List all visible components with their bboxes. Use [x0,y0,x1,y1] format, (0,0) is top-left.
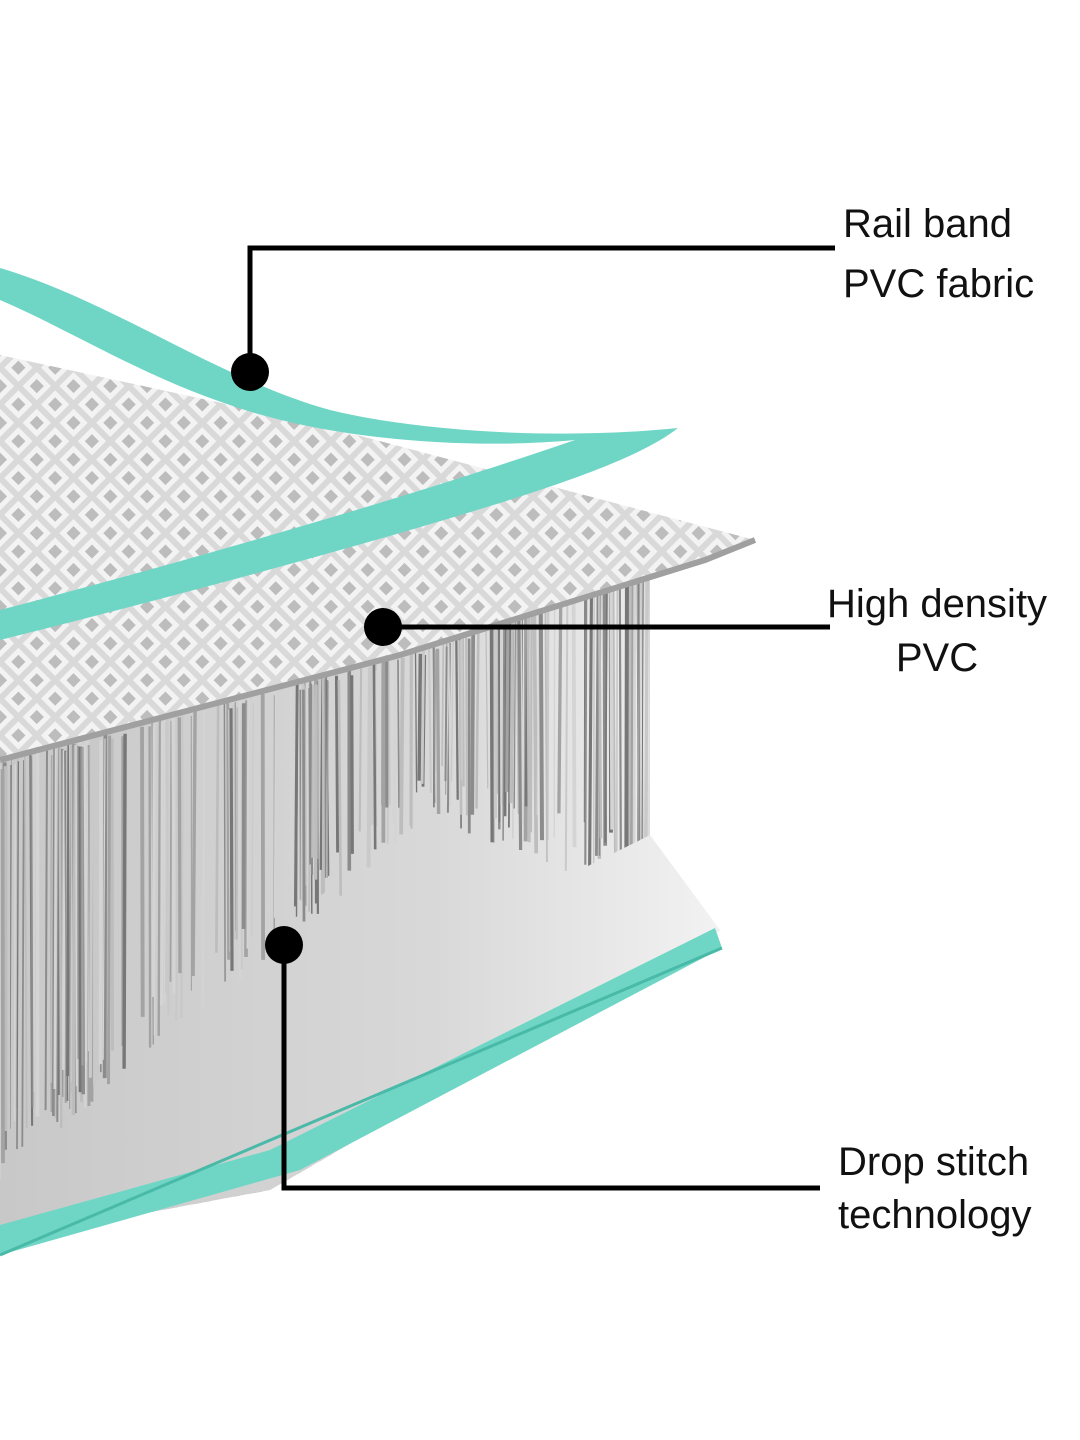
fiber-strand [109,736,110,1085]
fiber-strand [316,685,317,880]
fiber-strand [599,581,601,838]
fiber-strand [162,722,163,1006]
fiber-strand [339,680,341,896]
fiber-strand [466,634,467,815]
fiber-strand [237,707,238,939]
fiber-strand [154,722,155,1035]
fiber-strand [307,682,308,908]
drop-stitch-label-line-1: Drop stitch [838,1140,1029,1184]
fiber-strand [159,720,160,1036]
fiber-strand [528,612,530,842]
fiber-strand [303,690,304,922]
fiber-strand [97,736,98,1081]
fiber-strand [203,711,204,1009]
fiber-strand [124,734,125,1069]
fiber-strand [491,622,492,842]
rail-band-label-line-1: Rail band [843,202,1012,246]
fiber-strand [325,675,326,878]
fiber-strand [275,689,276,918]
fiber-strand [142,727,143,1017]
fiber-strand [90,738,92,1078]
fiber-strand [438,649,439,814]
fiber-strand [574,598,575,847]
high-density-label-line-1: High density [827,582,1047,626]
fiber-strand [499,621,500,822]
fiber-strand [652,567,654,863]
fiber-strand [401,658,403,835]
fiber-strand [248,697,249,948]
fiber-strand [646,566,648,852]
fiber-strand [634,572,635,878]
fiber-strand [541,611,542,840]
fiber-strand [150,726,151,1047]
fiber-strand [507,620,508,792]
fiber-strand [352,675,353,854]
fiber-strand [389,666,390,805]
rail-band-label-line-2: PVC fabric [843,262,1034,306]
fiber-strand [531,606,532,832]
fiber-strand [216,703,218,953]
fiber-strand [173,715,174,994]
fiber-strand [231,708,232,971]
high-density-dot [364,608,402,646]
fiber-strand [15,764,16,1121]
fiber-strand [360,669,361,832]
fiber-strand [3,769,4,1163]
fiber-strand [193,711,195,976]
fiber-strand [371,666,372,825]
fiber-strand [446,647,447,782]
fiber-strand [419,654,420,781]
fiber-strand [456,635,457,800]
fiber-strand [171,721,172,982]
fiber-strand [511,621,513,803]
fiber-strand [153,727,154,997]
fiber-strand [656,558,657,874]
fiber-strand [611,581,612,829]
fiber-strand [73,745,75,1116]
drop-stitch-dot [265,926,303,964]
fiber-strand [179,717,180,973]
fiber-strand [519,613,521,850]
fiber-strand [323,677,324,893]
fiber-strand [398,660,399,808]
rail-band-leader [250,248,835,372]
fiber-strand [626,569,627,876]
fiber-strand [501,618,502,805]
fiber-strand [337,676,338,853]
fiber-strand [228,703,229,960]
fiber-strand [60,745,61,1128]
rail-band-dot [231,353,269,391]
high-density-label-line-2: PVC [896,636,978,680]
fiber-strand [620,580,621,877]
fiber-strand [76,745,77,1086]
fiber-strand [31,756,32,1107]
fiber-strand [422,647,424,784]
fiber-strand [534,610,536,854]
fiber-strand [100,740,101,1064]
fiber-strand [374,664,375,850]
fiber-strand [176,713,177,1020]
drop-stitch-label-line-2: technology [838,1193,1031,1237]
fiber-strand [46,750,47,1110]
fiber-strand [68,742,69,1076]
fiber-strand [224,702,225,981]
